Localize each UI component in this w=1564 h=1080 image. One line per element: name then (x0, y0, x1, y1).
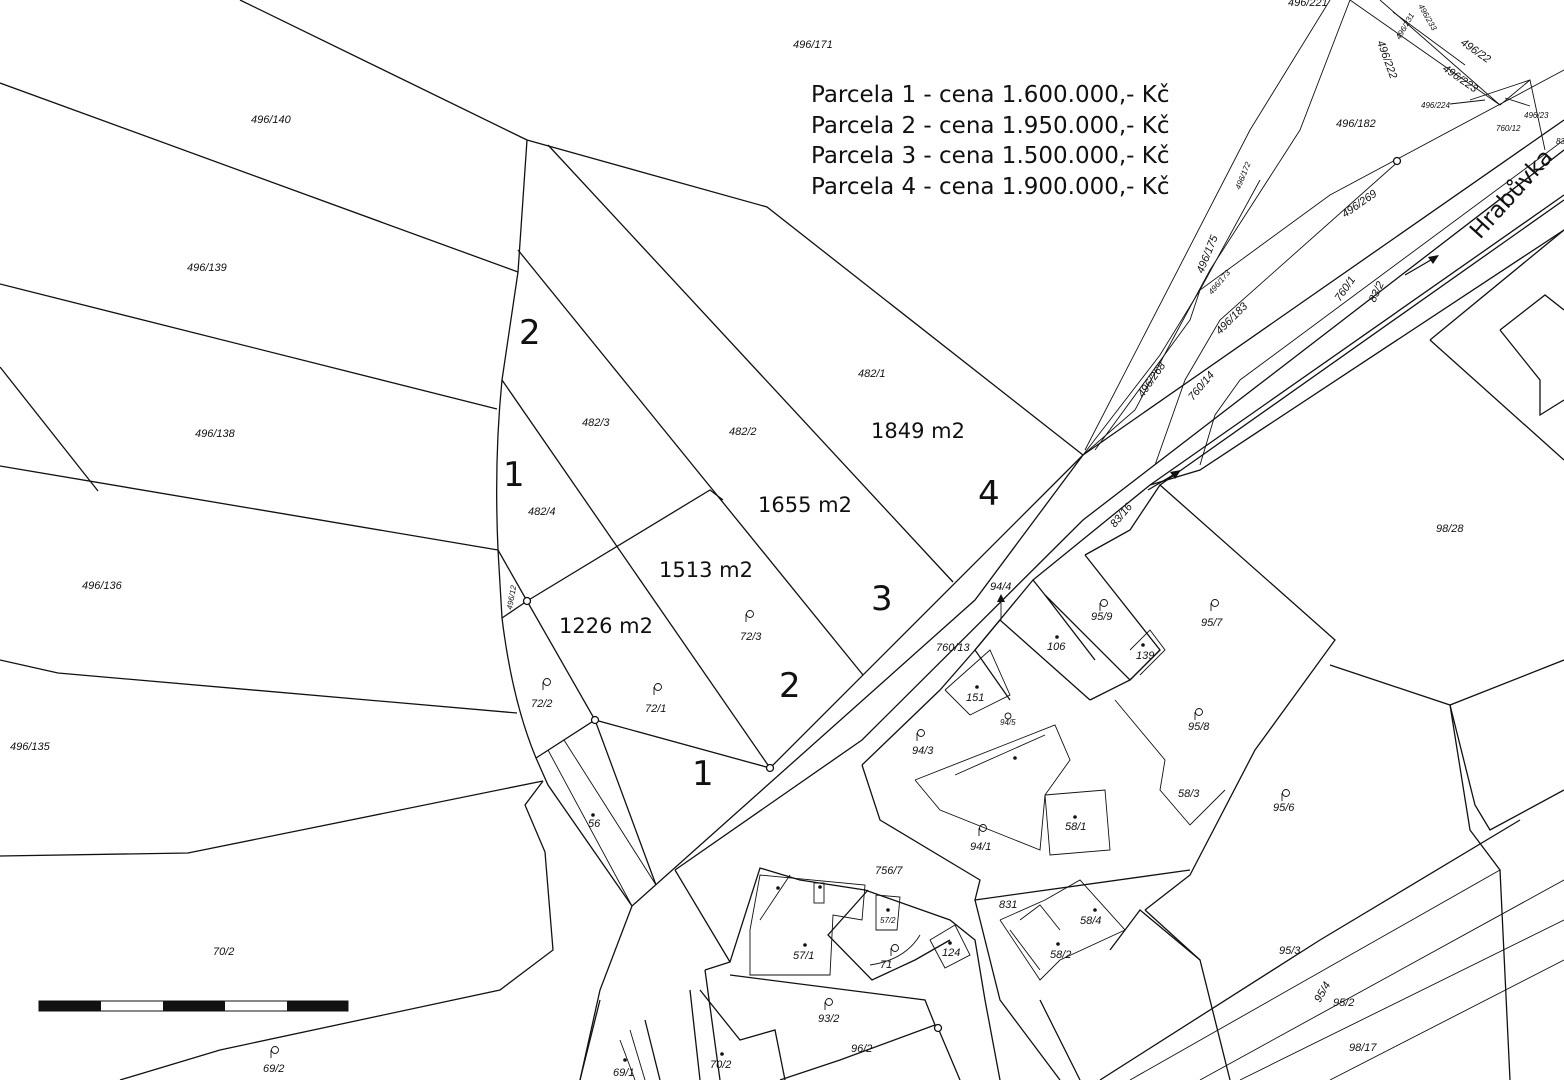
price-line: Parcela 3 - cena 1.500.000,- Kč (811, 143, 1170, 169)
parcel-label: 760/13 (936, 642, 971, 654)
parcel-label: 95/6 (1273, 802, 1295, 814)
plot-annotations: 2 1 4 3 2 1 1849 m2 1655 m2 1513 m2 1226… (503, 144, 1559, 794)
plot-area: 1226 m2 (559, 614, 653, 638)
plot-area: 1655 m2 (758, 493, 852, 517)
parcel-label: 496/223 (1440, 63, 1480, 96)
parcel-label: 95/9 (1091, 611, 1112, 623)
road-edges (579, 0, 1564, 1080)
parcel-label: 69/1 (613, 1067, 634, 1079)
parcel-boundaries-south (119, 780, 1001, 1080)
parcel-label: 496/22 (1458, 37, 1492, 66)
survey-points (522, 156, 1402, 1033)
building-markers (270, 599, 1290, 1062)
parcel-label: 70/2 (710, 1059, 731, 1071)
parcel-label: 496/183 (1214, 300, 1251, 337)
scale-bar (38, 1000, 349, 1012)
plot-area: 1849 m2 (871, 419, 965, 443)
parcel-label: 57/1 (793, 950, 814, 962)
parcel-label: 94/5 (1000, 718, 1016, 727)
parcel-label: 58/1 (1065, 821, 1086, 833)
parcel-label: 482/4 (528, 506, 556, 518)
parcel-label: 58/4 (1080, 915, 1101, 927)
parcel-label: 496/182 (1336, 118, 1376, 130)
parcel-label: 95/7 (1201, 617, 1223, 629)
parcel-label: 496/23 (1524, 111, 1549, 120)
parcel-label: 496/140 (251, 114, 292, 126)
parcel-label: 106 (1047, 641, 1066, 653)
parcel-label: 72/2 (531, 698, 552, 710)
parcel-label: 760/14 (1186, 369, 1217, 402)
parcel-label: 96/2 (851, 1043, 872, 1055)
parcel-label: 98/17 (1349, 1042, 1377, 1054)
plot-number: 3 (871, 579, 893, 619)
parcel-label: 57/2 (880, 916, 896, 925)
parcel-label: 482/1 (858, 368, 886, 380)
parcel-label: 496/12 (505, 584, 518, 610)
parcel-label: 95/4 (1312, 980, 1333, 1005)
plot-number: 2 (779, 666, 801, 706)
price-list: Parcela 1 - cena 1.600.000,- Kč Parcela … (811, 80, 1170, 202)
parcel-label: 72/1 (645, 703, 666, 715)
parcel-label: 70/2 (213, 946, 234, 958)
parcel-label: 69/2 (263, 1063, 284, 1075)
parcel-label: 72/3 (740, 631, 762, 643)
parcel-label: 496/221 (1288, 0, 1328, 9)
plot-number: 1 (692, 754, 714, 794)
plot-number: 1 (503, 455, 525, 495)
parcel-label: 496/171 (793, 39, 833, 51)
parcel-label: 496/175 (1195, 233, 1221, 275)
price-line: Parcela 1 - cena 1.600.000,- Kč (811, 82, 1170, 108)
plot-boundaries (501, 139, 1084, 907)
parcel-label: 496/138 (195, 428, 236, 440)
parcel-boundaries-east (861, 199, 1564, 1080)
parcel-label: 496/139 (187, 262, 227, 274)
parcel-boundaries-west (0, 0, 633, 907)
plot-number: 2 (519, 313, 541, 353)
parcel-label: 496/233 (1416, 3, 1439, 33)
parcel-label: 831 (999, 899, 1017, 911)
plot-area: 1513 m2 (659, 558, 753, 582)
parcel-label: 93/2 (818, 1013, 839, 1025)
parcel-label: 58/2 (1050, 949, 1071, 961)
parcel-label: 94/4 (990, 581, 1011, 593)
parcel-label: 95/2 (1333, 997, 1354, 1009)
parcel-label: 98/28 (1436, 523, 1464, 535)
price-line: Parcela 2 - cena 1.950.000,- Kč (811, 112, 1170, 139)
parcel-label: 95/3 (1279, 945, 1301, 957)
parcel-label: 95/8 (1188, 721, 1210, 733)
parcel-label: 94/1 (970, 841, 991, 853)
parcel-label: 482/3 (582, 417, 610, 429)
direction-arrows (997, 97, 1531, 620)
parcel-label: 58/3 (1178, 788, 1200, 800)
parcel-label: 756/7 (875, 865, 903, 877)
parcel-label: 151 (966, 692, 984, 704)
price-line: Parcela 4 - cena 1.900.000,- Kč (811, 173, 1170, 200)
parcel-label: 496/136 (82, 580, 123, 592)
parcel-label: 124 (942, 947, 960, 959)
street-name: Hrabůvka (1464, 144, 1558, 244)
parcel-label: 56 (588, 818, 601, 830)
parcel-label: 496/269 (1340, 188, 1379, 221)
plot-number: 4 (978, 474, 1000, 514)
parcel-label: 760/12 (1496, 124, 1521, 133)
parcel-label: 482/2 (729, 426, 757, 438)
parcel-label: 496/224 (1421, 101, 1450, 110)
parcel-labels: 496/171 496/140 496/139 496/138 496/136 … (10, 0, 1564, 1079)
parcel-label: 496/135 (10, 741, 51, 753)
parcel-label: 139 (1136, 650, 1154, 662)
parcel-label: 94/3 (912, 745, 934, 757)
parcel-label: 83 (1556, 137, 1564, 146)
parcel-label: 71 (880, 959, 892, 971)
parcel-label: 496/172 (1234, 160, 1253, 191)
parcel-label: 496/222 (1374, 39, 1399, 80)
